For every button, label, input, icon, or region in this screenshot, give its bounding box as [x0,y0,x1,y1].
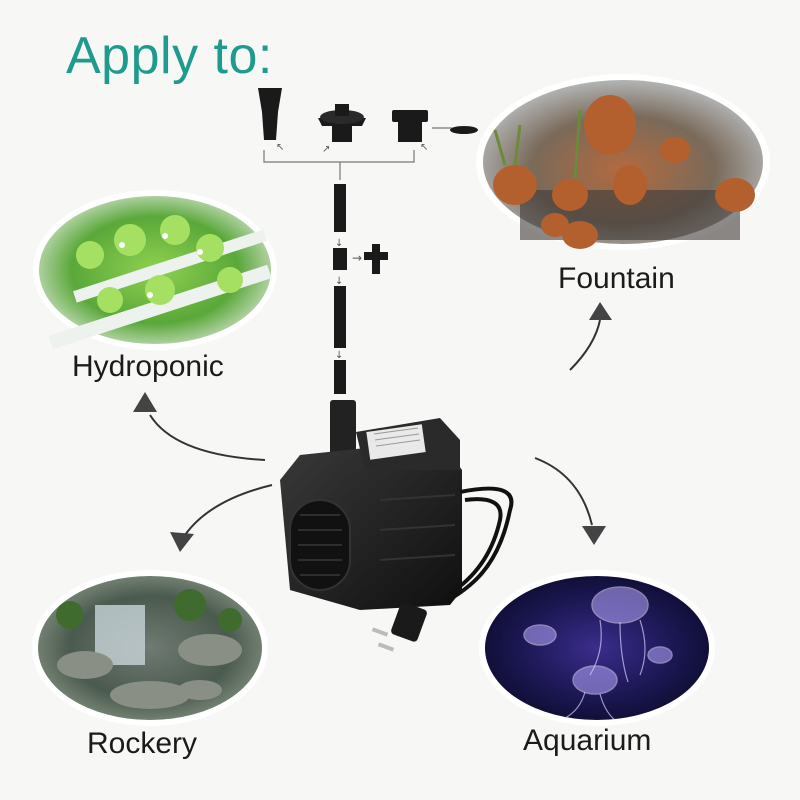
svg-text:↖: ↖ [420,142,428,153]
arrow-to-fountain [569,302,612,371]
rubber-washer-icon [450,126,478,134]
fountain-label: Fountain [558,262,675,295]
svg-text:↓: ↓ [335,350,343,361]
arrow-to-aquarium [534,457,606,545]
nozzle-mushroom-icon [318,104,366,142]
fountain-photo [476,74,770,250]
power-plug-icon [371,602,427,652]
nozzle-straight-icon [258,88,282,140]
apply-to-heading: Apply to: [66,27,273,85]
rockery-label: Rockery [87,727,198,760]
water-pump-icon [280,400,462,610]
nozzle-flat-icon [392,110,428,142]
aquarium-photo [479,570,715,726]
power-cord [428,486,514,605]
hydroponic-label: Hydroponic [72,350,224,383]
arrow-to-rockery [170,484,273,552]
svg-text:↖: ↖ [276,142,284,153]
svg-text:↗: ↗ [322,144,330,155]
accessories-diagram: ↖ ↗ ↖ ↓ ↓ ↓ → [258,88,478,394]
arrow-to-hydroponic [133,392,266,461]
aquarium-label: Aquarium [523,724,652,757]
svg-text:→: → [352,251,362,265]
extension-tube-icon [333,184,347,394]
flow-valve-icon [364,244,388,274]
svg-text:↓: ↓ [335,276,343,287]
rockery-photo [32,570,268,726]
svg-text:↓: ↓ [335,238,343,249]
hydroponic-photo [33,190,277,350]
